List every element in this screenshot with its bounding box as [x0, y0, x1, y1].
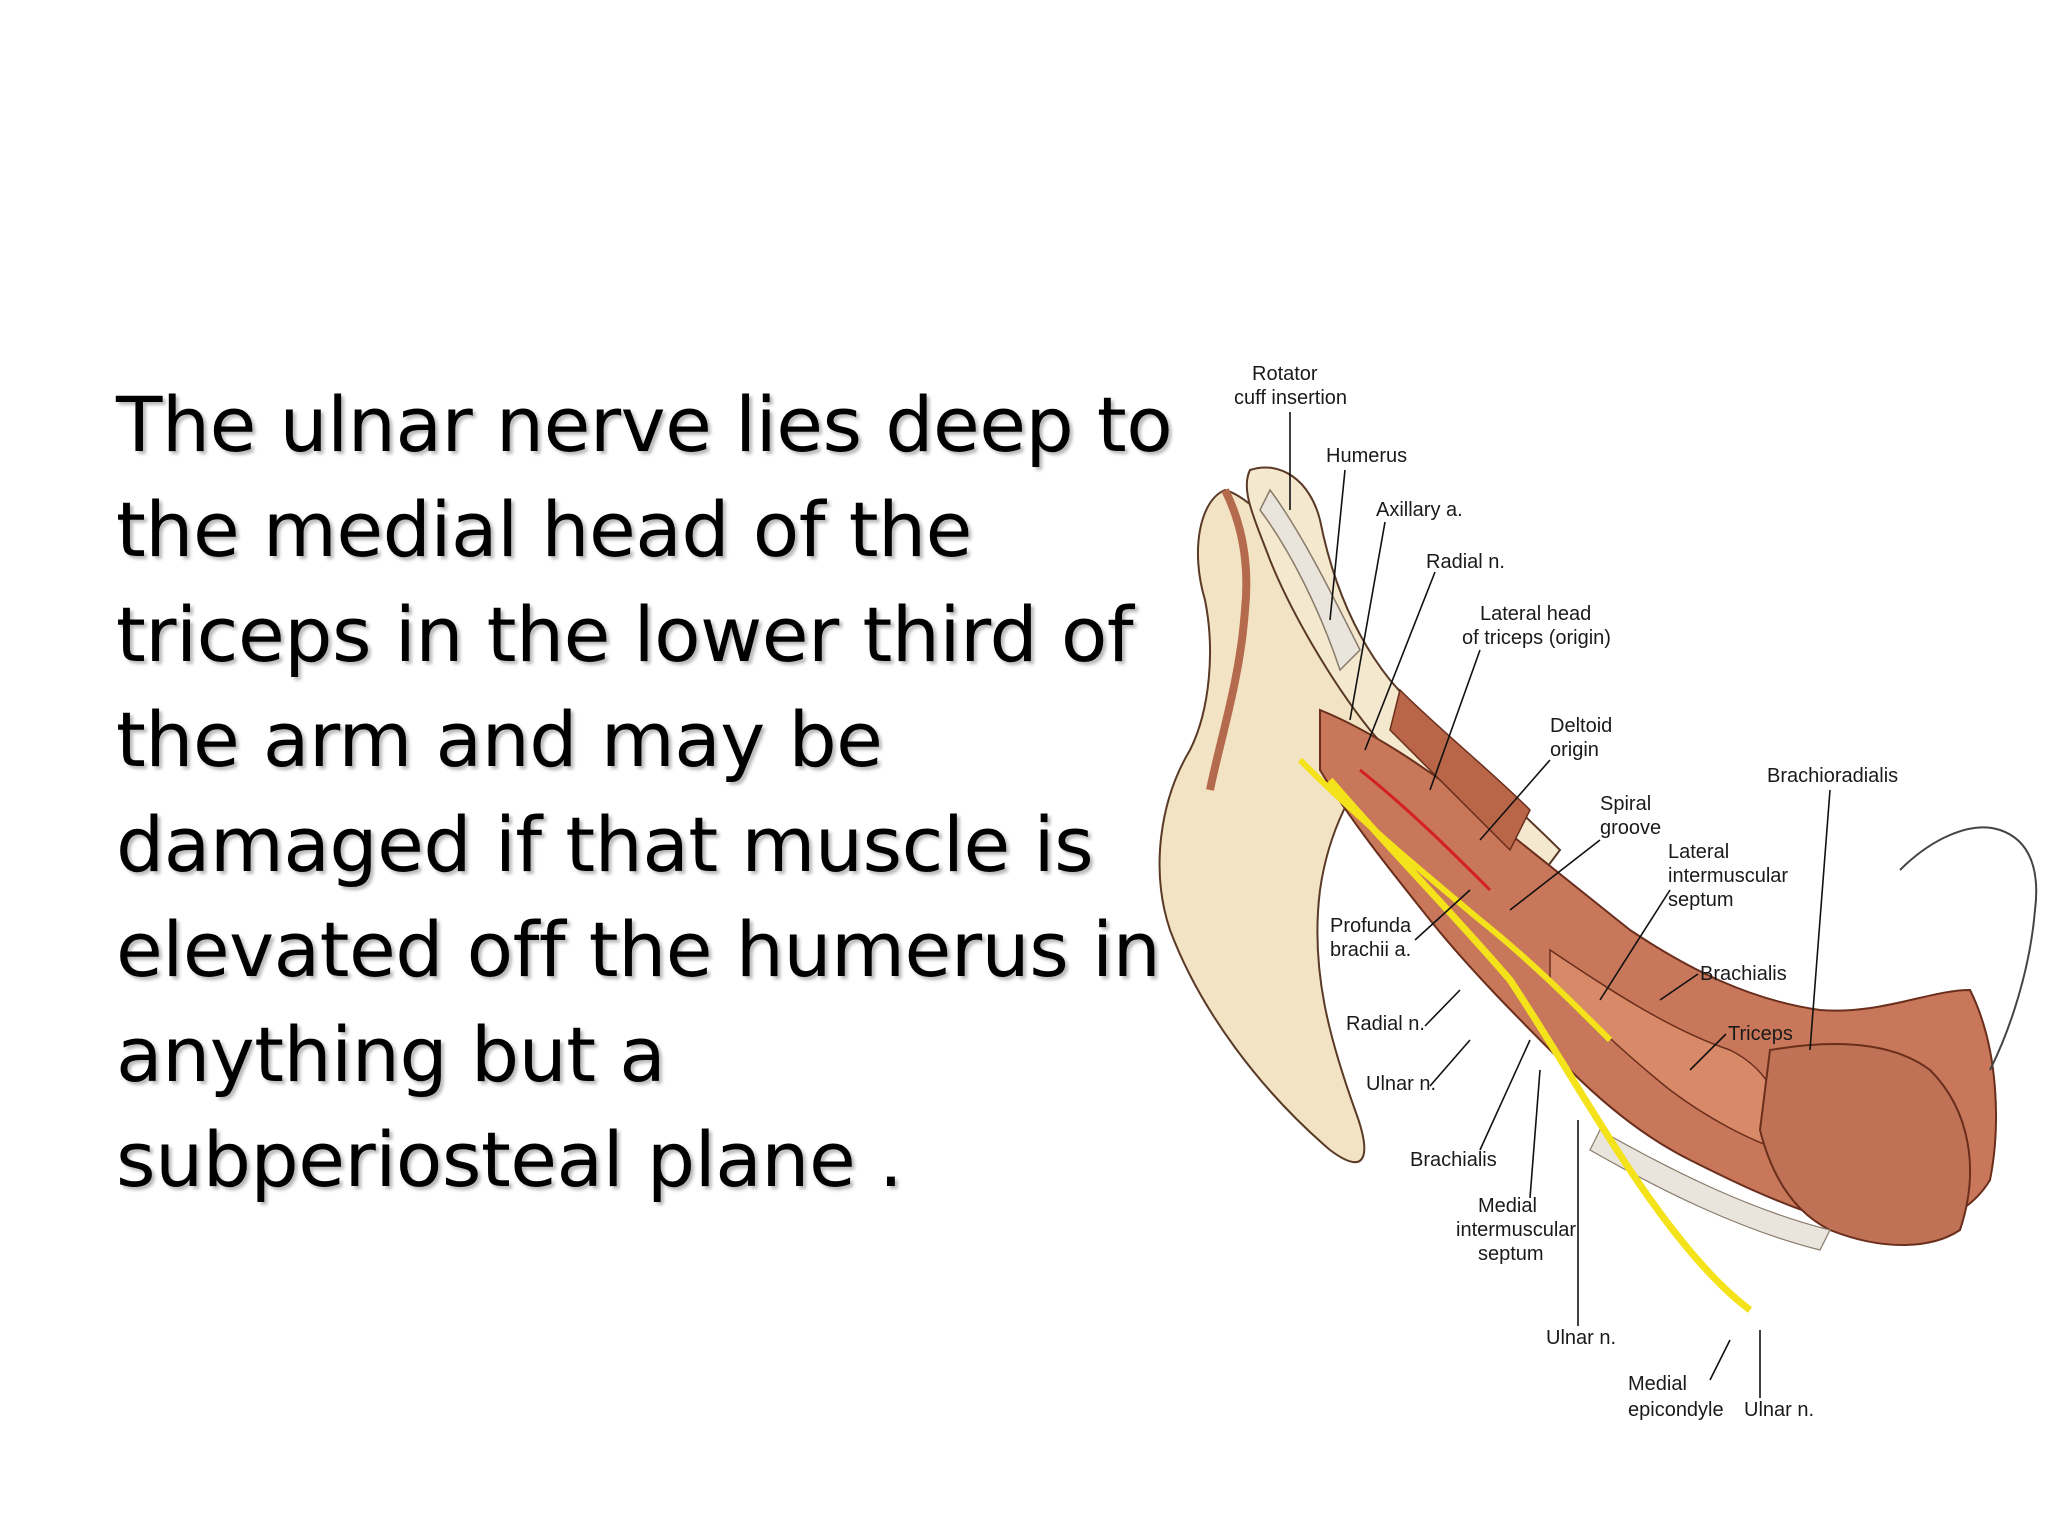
text-line: the medial head of the	[116, 485, 972, 574]
leader-line	[1424, 989, 1461, 1027]
text-line: triceps in the lower third of	[116, 590, 1134, 679]
forearm-muscle	[1758, 1043, 1971, 1246]
leader-line	[1414, 889, 1471, 941]
leader-line	[1529, 1069, 1541, 1199]
label-lateral-head: of triceps (origin)	[1462, 627, 1611, 649]
label-ulnar-mid: Ulnar n.	[1366, 1073, 1436, 1095]
leader-line	[1709, 1339, 1731, 1381]
label-medial-septum: septum	[1478, 1243, 1544, 1265]
arm-anatomy-figure: Rotator cuff insertion Humerus Axillary …	[1130, 350, 2048, 1450]
label-deltoid: Deltoid	[1550, 715, 1612, 737]
label-radial-mid: Radial n.	[1346, 1013, 1425, 1035]
label-lateral-septum: septum	[1668, 889, 1734, 911]
label-epicondyle: epicondyle	[1628, 1399, 1724, 1421]
label-ulnar-bottom: Ulnar n.	[1744, 1399, 1814, 1421]
leader-line	[1429, 649, 1481, 791]
leader-line	[1364, 571, 1436, 751]
label-lateral-septum: intermuscular	[1668, 865, 1788, 887]
leader-line	[1349, 521, 1386, 721]
text-line: the arm and may be	[116, 695, 883, 784]
scapula-rim	[1206, 488, 1251, 791]
tendon-fan	[1259, 488, 1361, 672]
label-rotator: Rotator	[1252, 363, 1318, 385]
label-axillary: Axillary a.	[1376, 499, 1463, 521]
label-epicondyle: Medial	[1628, 1373, 1687, 1395]
text-line: elevated off the humerus in	[116, 905, 1161, 994]
leader-line	[1809, 789, 1831, 1051]
label-brachioradialis: Brachioradialis	[1767, 765, 1898, 787]
label-spiral: Spiral	[1600, 793, 1651, 815]
label-ulnar-low: Ulnar n.	[1546, 1327, 1616, 1349]
text-line: The ulnar nerve lies deep to	[116, 380, 1173, 469]
label-medial-septum: intermuscular	[1456, 1219, 1576, 1241]
leader-line	[1329, 469, 1346, 621]
label-profunda: Profunda	[1330, 915, 1412, 937]
lateral-head-muscle	[1389, 688, 1531, 852]
label-profunda: brachii a.	[1330, 939, 1411, 961]
ulnar-nerve	[1327, 777, 1753, 1313]
text-line: subperiosteal plane .	[116, 1115, 903, 1204]
leader-line	[1509, 839, 1601, 911]
leader-line	[1689, 1033, 1727, 1071]
arm-anatomy-illustration	[1158, 466, 2038, 1313]
label-spiral: groove	[1600, 817, 1661, 839]
slide-body-text: The ulnar nerve lies deep to the medial …	[116, 372, 1173, 1212]
label-rotator: cuff insertion	[1234, 387, 1347, 409]
text-line: anything but a	[116, 1010, 666, 1099]
label-radial: Radial n.	[1426, 551, 1505, 573]
text-line: damaged if that muscle is	[116, 800, 1094, 889]
label-medial-septum: Medial	[1478, 1195, 1537, 1217]
label-humerus: Humerus	[1326, 445, 1407, 467]
hand-outline	[1899, 826, 2038, 1071]
label-lateral-septum: Lateral	[1668, 841, 1729, 863]
leader-line	[1599, 889, 1671, 1001]
leader-line	[1479, 759, 1551, 841]
label-deltoid: origin	[1550, 739, 1599, 761]
artery	[1359, 768, 1492, 892]
label-brachialis: Brachialis	[1700, 963, 1787, 985]
label-triceps: Triceps	[1728, 1023, 1793, 1045]
leader-line	[1479, 1039, 1531, 1151]
leader-line	[1659, 973, 1699, 1001]
elbow-tendon	[1589, 1129, 1831, 1251]
label-lateral-head: Lateral head	[1480, 603, 1591, 625]
label-brachialis-low: Brachialis	[1410, 1149, 1497, 1171]
figure-labels: Rotator cuff insertion Humerus Axillary …	[1234, 363, 1898, 1421]
leader-line	[1429, 1039, 1471, 1087]
